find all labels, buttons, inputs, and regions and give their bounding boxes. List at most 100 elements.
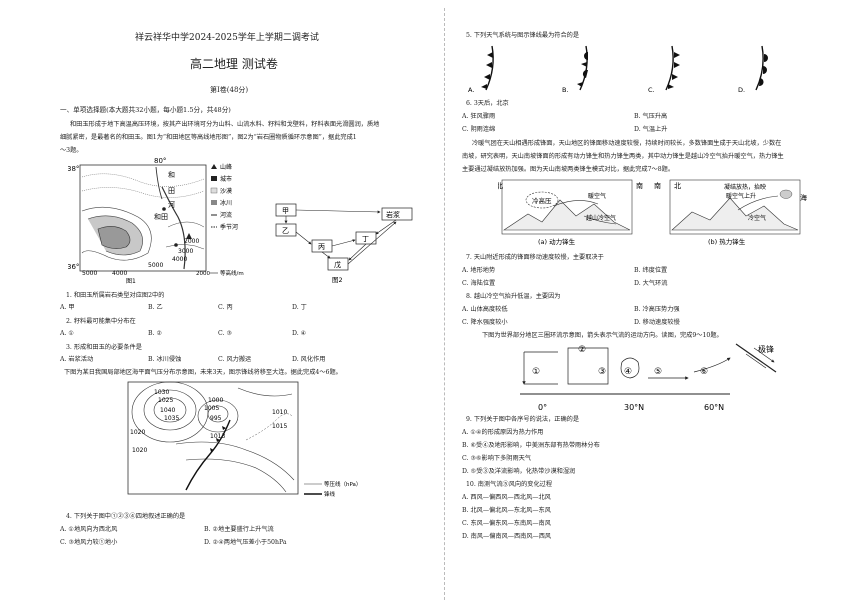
q7-option-d[interactable]: D. 大气环流 [634, 280, 668, 287]
q5-option-d[interactable]: D. [738, 86, 745, 94]
figure-2-rock-cycle: 甲 乙 丙 丁 戊 岩浆 图2 [275, 203, 413, 284]
q1-option-c[interactable]: C. 丙 [218, 304, 233, 311]
q4-option-d[interactable]: D. ②④两地气压差小于50hPa [204, 539, 287, 546]
isobar-1035: 1035 [164, 415, 179, 422]
glacier-icon [211, 200, 217, 205]
fig4-cross-cold: 越山冷空气 [586, 214, 616, 222]
fig1-place-tian: 田 [168, 187, 175, 195]
q5-option-b[interactable]: B. [562, 86, 569, 94]
section-title: 第Ⅰ卷(48分) [210, 86, 249, 94]
fig2-label: 图2 [332, 276, 343, 284]
isobar-1005: 1005 [204, 405, 219, 412]
q9-option-d[interactable]: D. ⑤受③及洋流影响，化热带沙漠和湿润 [462, 468, 576, 475]
q1-option-b[interactable]: B. 乙 [148, 304, 163, 311]
peak-icon [211, 164, 217, 169]
figure-5-circulation: ① ② ③ ④ ⑤ ⑥ 0° 30°N 60°N 极锋 [520, 343, 788, 412]
fig2-box-wu: 戊 [334, 260, 341, 269]
fig4-condense: 凝结放热，抬映 [724, 183, 766, 191]
q5-stem: 5. 下列天气系统与图示锋线最为符合的是 [466, 32, 580, 39]
legend-contour: 等高线/m [220, 269, 244, 277]
q8-stem: 8. 越山冷空气抬升低温，主要因为 [466, 293, 561, 300]
fig5-front: 极锋 [758, 344, 774, 354]
q3-option-b[interactable]: B. 冰川侵蚀 [148, 356, 182, 363]
q8-option-a[interactable]: A. 山体高度较低 [462, 306, 508, 313]
q2-option-a[interactable]: A. ① [60, 330, 74, 337]
q6-option-c[interactable]: C. 阴雨连绵 [462, 126, 496, 133]
q9-option-c[interactable]: C. ③⑥影响下多阴雨天气 [462, 455, 532, 462]
fig1-label: 图1 [126, 278, 136, 285]
q10-option-b[interactable]: B. 北风—偏北风—东北风—东风 [462, 507, 551, 514]
q4-stem: 4. 下列关于图中①②③④四地叙述正确的是 [66, 513, 186, 520]
q5-option-a[interactable]: A. [468, 86, 474, 94]
isobar-1030: 1030 [154, 389, 169, 396]
q2-option-c[interactable]: C. ③ [218, 330, 232, 337]
desert-icon [210, 187, 218, 194]
q2-option-d[interactable]: D. ④ [292, 330, 307, 337]
q2-option-b[interactable]: B. ② [148, 330, 163, 337]
legend-desert: 沙漠 [220, 187, 232, 195]
q5-front-options: A. B. C. D. [468, 45, 768, 94]
q6-option-b[interactable]: B. 气压升高 [634, 113, 668, 120]
q4-option-b[interactable]: B. ②地主要盛行上升气流 [204, 526, 274, 533]
q8-option-c[interactable]: C. 降水强度较小 [462, 319, 508, 326]
right-column: 5. 下列天气系统与图示锋线最为符合的是 A. B. C. D. 6. 3天后，… [462, 0, 828, 608]
cloud-icon [779, 189, 793, 199]
q2-stem: 2. 籽料最可能集中分布在 [66, 318, 136, 325]
q8-option-d[interactable]: D. 移动速度较慢 [634, 319, 680, 326]
q9-option-b[interactable]: B. ⑥受④及地形影响，中美洲东部有热带雨林分布 [462, 442, 600, 449]
legend-glacier: 冰川 [220, 199, 232, 207]
fig1-contour-4000: 4000 [172, 256, 187, 263]
fig5-num-4: ④ [624, 367, 632, 377]
intro3-line3: 主要通过凝结放热加强。图为天山南坡两类锋生模式对比，据此完成7～8题。 [462, 166, 675, 173]
figure-3-isobar-map: 1030 1025 1040 1035 1020 1000 1005 1010 … [127, 381, 361, 498]
q5-option-c[interactable]: C. [648, 86, 655, 94]
intro3-line2: 南坡，研究表明，天山南坡锋面的形成有动力锋生和热力锋生两类，其中动力锋生是越山冷… [462, 153, 784, 160]
fig4-south-a: 南 [636, 181, 643, 190]
q10-option-c[interactable]: C. 东风—偏东风—东南风—南风 [462, 520, 551, 527]
q1-option-d[interactable]: D. 丁 [292, 304, 307, 311]
q7-option-c[interactable]: C. 海陆位置 [462, 280, 496, 287]
q3-option-a[interactable]: A. 岩浆活动 [60, 356, 94, 363]
intro3-line1: 冷暖气团在天山相遇形成锋面，天山地区的锋面移动速度较慢，持续时间较长，多数锋面生… [472, 140, 782, 147]
fig1-contour-4000b: 4000 [112, 270, 127, 277]
q1-option-a[interactable]: A. 甲 [60, 304, 75, 311]
q6-stem: 6. 3天后，北京 [466, 100, 509, 107]
q3-option-c[interactable]: C. 风力搬运 [218, 356, 252, 363]
intro1-line3: ～3题。 [60, 147, 83, 154]
fig1-place-river: 河 [168, 201, 175, 209]
fig2-box-ding: 丁 [362, 235, 369, 243]
q7-option-a[interactable]: A. 地形地势 [462, 267, 496, 274]
fig2-box-yi: 乙 [282, 227, 289, 235]
q6-option-d[interactable]: D. 气温上升 [634, 126, 668, 133]
q4-option-c[interactable]: C. ③地风力较①地小 [60, 539, 118, 546]
fig1-contour-5000: 5000 [148, 262, 163, 269]
figure-4-frontogenesis: 北 南 冷高压 暖空气 越山冷空气 (a) 动力锋生 南 北 海 凝结放热，抬映… [498, 179, 807, 246]
fig1-lat-top: 38° [68, 165, 79, 173]
q10-option-d[interactable]: D. 南风—偏南风—西南风—西风 [462, 533, 552, 540]
q3-stem: 3. 形成和田玉的必要条件是 [66, 344, 142, 351]
q3-option-d[interactable]: D. 风化作用 [292, 356, 326, 363]
fig4-cap-b: (b) 热力锋生 [708, 237, 746, 246]
isobar-1000: 1000 [208, 397, 223, 404]
fig5-lat0: 0° [538, 403, 547, 412]
fig2-box-magma: 岩浆 [386, 210, 400, 219]
q4-option-a[interactable]: A. ①地风向为西北风 [60, 526, 118, 533]
legend-isobar: 等压线（hPa） [324, 480, 361, 488]
legend-seasonal: 季节河 [220, 223, 238, 231]
fig1-place-hetian: 和田 [154, 212, 168, 221]
q10-option-a[interactable]: A. 西风—偏西风—西北风—北风 [462, 494, 551, 501]
fig1-contour-3000: 3000 [178, 248, 193, 255]
fig4-north-a: 北 [498, 182, 503, 190]
q6-option-a[interactable]: A. 狂风骤雨 [462, 113, 496, 120]
q9-option-a[interactable]: A. ①④的形成原因为热力作用 [462, 429, 544, 436]
q8-option-b[interactable]: B. 冷高压势力强 [634, 306, 680, 313]
fig5-lat60: 60°N [704, 403, 724, 412]
q7-option-b[interactable]: B. 纬度位置 [634, 267, 668, 274]
fig1-contour-2000: 2000 [184, 238, 199, 245]
column-divider [444, 8, 445, 600]
fig5-num-2: ② [578, 345, 586, 355]
legend-river: 河流 [220, 211, 232, 219]
fig4-sea: 海 [800, 193, 807, 202]
isobar-1013: 1013 [210, 433, 225, 440]
